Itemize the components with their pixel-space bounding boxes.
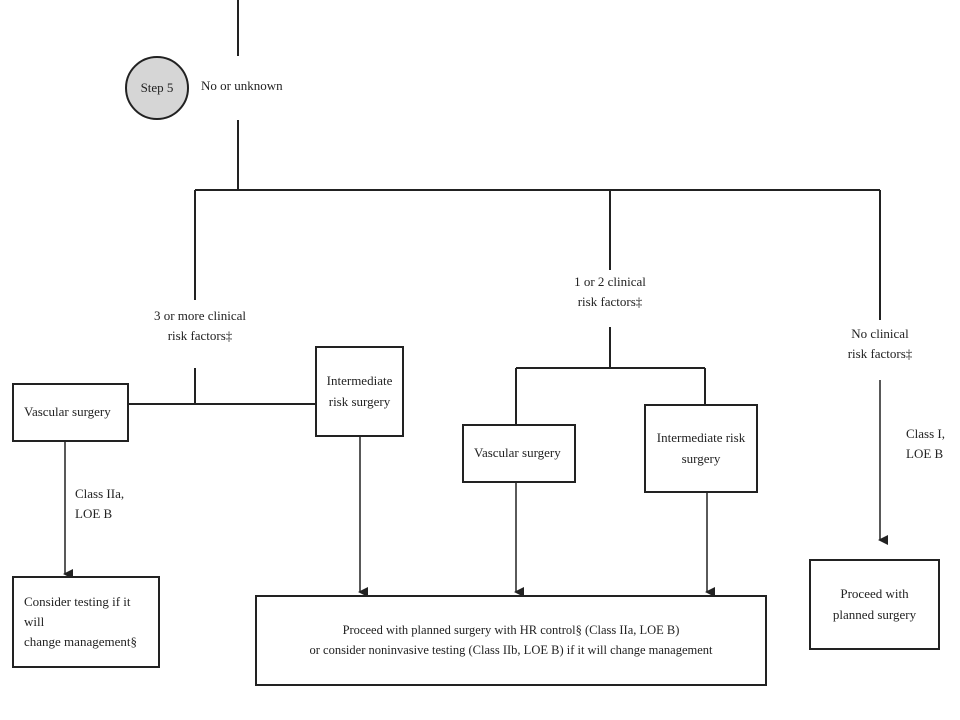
box-text: Proceed with planned surgery with HR con…: [309, 623, 713, 657]
branch-label-none: No clinical risk factors‡: [847, 326, 913, 362]
box-proceed-planned-surgery: Proceed with planned surgery: [809, 559, 940, 650]
class-label-left: Class IIa, LOE B: [75, 486, 125, 522]
box-intermediate-risk-mid: Intermediate risk surgery: [644, 404, 758, 493]
box-proceed-with-hr-control: Proceed with planned surgery with HR con…: [255, 595, 767, 686]
box-text: Vascular surgery: [474, 445, 561, 461]
step-answer-label: No or unknown: [201, 78, 283, 93]
box-text: Intermediate risk surgery: [326, 373, 393, 409]
box-text: Proceed with planned surgery: [832, 586, 917, 622]
step-label: Step 5: [140, 80, 174, 95]
box-text: Consider testing if it will change manag…: [24, 593, 137, 650]
box-vascular-surgery-mid: Vascular surgery: [462, 424, 576, 483]
branch-label-three-or-more: 3 or more clinical risk factors‡: [153, 308, 247, 344]
class-label-right: Class I, LOE B: [906, 426, 945, 462]
step-5-circle: Step 5: [125, 56, 189, 120]
box-text: Intermediate risk surgery: [656, 430, 746, 466]
branch-label-one-or-two: 1 or 2 clinical risk factors‡: [574, 274, 646, 310]
box-vascular-surgery-left: Vascular surgery: [12, 383, 129, 442]
box-intermediate-risk-left: Intermediate risk surgery: [315, 346, 404, 437]
box-consider-testing: Consider testing if it will change manag…: [12, 576, 160, 668]
box-text: Vascular surgery: [24, 404, 111, 420]
